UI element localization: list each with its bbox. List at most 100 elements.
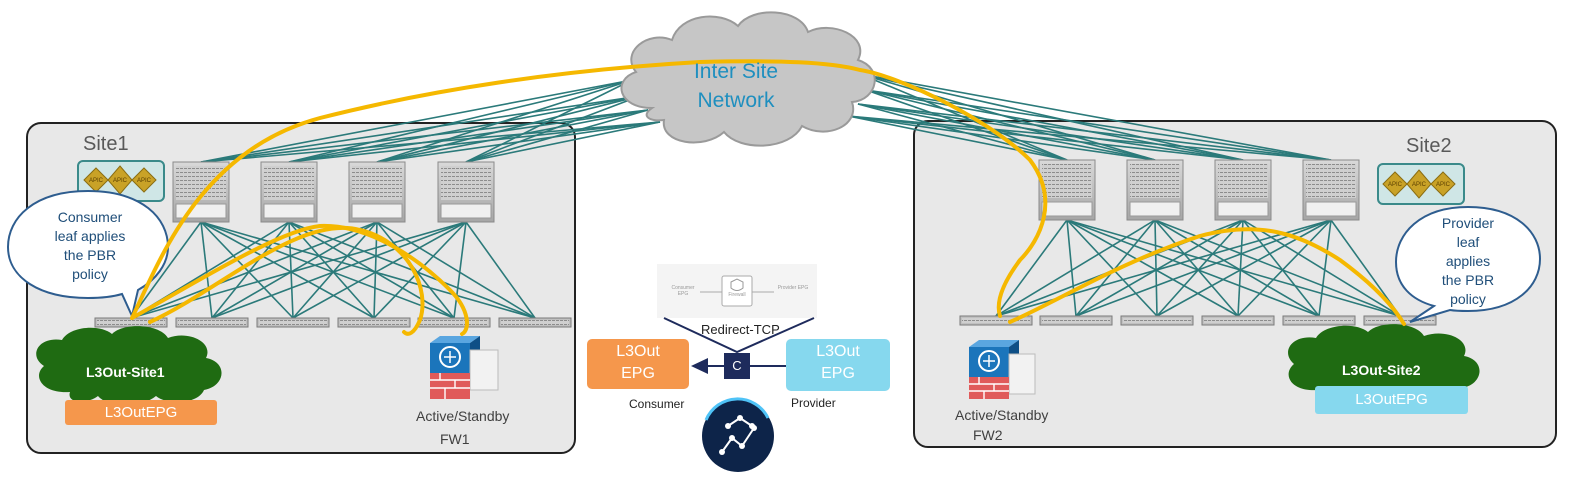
l3out-site1-cloud <box>36 326 222 405</box>
callout-line: applies <box>1445 253 1491 269</box>
spine-leaf-link <box>292 221 378 319</box>
site1-spine-2 <box>260 161 318 223</box>
spine-isn-link <box>859 73 1332 161</box>
spine-isn-link <box>465 109 649 163</box>
site2-spine-2 <box>1126 159 1184 221</box>
spine-isn-link <box>288 79 633 163</box>
spine-isn-link <box>200 95 641 163</box>
epg-box-line: L3Out <box>816 343 860 360</box>
consumer-callout-bubble <box>6 189 170 320</box>
spine-isn-link <box>465 121 661 163</box>
spine-isn-link <box>465 79 633 163</box>
spine-leaf-link <box>1066 219 1158 317</box>
spine-leaf-link <box>200 221 375 319</box>
provider-epg-box: L3Out EPG <box>786 339 890 391</box>
spine-leaf-link <box>1156 219 1332 317</box>
callout-line: the PBR <box>63 247 117 263</box>
site1-spine-4 <box>437 161 495 223</box>
apic-cluster-site2: APIC APIC APIC <box>1377 163 1465 205</box>
inter-site-network-cloud <box>620 11 876 147</box>
site2-spine-4 <box>1302 159 1360 221</box>
site2-leaf-2 <box>1039 315 1113 326</box>
firewall-fw1 <box>430 336 499 399</box>
site1-leaf-5 <box>417 317 491 328</box>
spine-leaf-link <box>130 221 202 319</box>
site2-leaf-1 <box>959 315 1033 326</box>
spine-leaf-link <box>1154 219 1239 317</box>
spine-leaf-link <box>1156 219 1244 317</box>
apic-label: APIC <box>1388 182 1403 188</box>
spine-leaf-link <box>288 221 455 319</box>
firewall-fw2 <box>969 340 1036 399</box>
spine-leaf-link <box>292 221 467 319</box>
l3out-site1-label: L3Out-Site1 <box>86 364 165 380</box>
spine-isn-link <box>465 95 641 163</box>
spine-isn-link <box>865 89 1156 161</box>
site2-leaf-4 <box>1201 315 1275 326</box>
callout-line: policy <box>1450 291 1486 307</box>
spine-isn-link <box>376 95 641 163</box>
spine-leaf-link <box>1154 219 1158 317</box>
spine-leaf-link <box>1066 219 1077 317</box>
site2-leaf-5 <box>1282 315 1356 326</box>
spine-isn-link <box>847 115 1332 161</box>
site2-leaf-3 <box>1120 315 1194 326</box>
consumer-epg-box: L3Out EPG <box>587 339 689 389</box>
apic-label: APIC <box>137 178 152 184</box>
provider-role-label: Provider <box>791 396 836 410</box>
spine-leaf-link <box>130 221 378 319</box>
callout-line: Provider <box>1441 215 1495 231</box>
spine-leaf-link <box>1242 219 1320 317</box>
fw2-mode-label: Active/Standby <box>955 407 1049 423</box>
spine-leaf-link <box>200 221 536 319</box>
callout-line: leaf <box>1456 234 1480 250</box>
spine-leaf-link <box>465 221 536 319</box>
inter-site-network-label: Inter Site Network <box>666 57 806 115</box>
spine-isn-link <box>200 79 633 163</box>
consumer-role-label: Consumer <box>629 397 685 411</box>
spine-leaf-link <box>1242 219 1401 317</box>
site1-leaf-4 <box>337 317 411 328</box>
redirect-tcp-label: Redirect-TCP <box>701 322 780 337</box>
fw2-name-label: FW2 <box>973 427 1003 443</box>
spine-leaf-link <box>211 221 467 319</box>
spine-isn-link <box>288 95 641 163</box>
spine-leaf-link <box>1075 219 1244 317</box>
traffic-path <box>130 59 1406 336</box>
site1-leaf-3 <box>256 317 330 328</box>
apic-label: APIC <box>1412 182 1427 188</box>
site2-spine-3 <box>1214 159 1272 221</box>
spine-isn-link <box>857 103 1332 161</box>
fw1-mode-label: Active/Standby <box>416 408 510 424</box>
l3out-site2-label: L3Out-Site2 <box>1342 362 1421 378</box>
contract-links <box>663 317 815 367</box>
site2-spine-1 <box>1038 159 1096 221</box>
spine-leaf-link <box>200 221 455 319</box>
callout-line: leaf applies <box>54 228 126 244</box>
spine-isn-link <box>857 103 1244 161</box>
service-graph-thumbnail <box>657 264 817 318</box>
consumer-callout-text: Consumer leaf applies the PBR policy <box>38 208 142 284</box>
apic-label: APIC <box>89 178 104 184</box>
l3out-site2-cloud <box>1288 324 1480 403</box>
sg-provider-epg-label: Provider EPG <box>777 285 809 291</box>
callout-line: policy <box>72 266 108 282</box>
spine-leaf-link <box>1066 219 1320 317</box>
site2-label: Site2 <box>1406 135 1452 157</box>
site1-l3outepg-tag: L3OutEPG <box>65 400 217 425</box>
site1-label: Site1 <box>83 133 129 155</box>
spine-leaf-link <box>211 221 378 319</box>
epg-box-line: EPG <box>621 365 655 382</box>
spine-isn-link <box>847 115 1244 161</box>
spine-isn-link <box>376 79 633 163</box>
epg-box-line: L3Out <box>616 343 660 360</box>
site1-spine-3 <box>348 161 406 223</box>
spine-leaf-link <box>1237 219 1332 317</box>
cloud-title-line2: Network <box>697 89 775 112</box>
spine-leaf-link <box>1318 219 1332 317</box>
spine-leaf-link <box>376 221 536 319</box>
fw1-name-label: FW1 <box>440 431 470 447</box>
site2-l3outepg-tag: L3OutEPG <box>1315 386 1468 414</box>
callout-line: the PBR <box>1441 272 1495 288</box>
spine-leaf-link <box>995 219 1156 317</box>
